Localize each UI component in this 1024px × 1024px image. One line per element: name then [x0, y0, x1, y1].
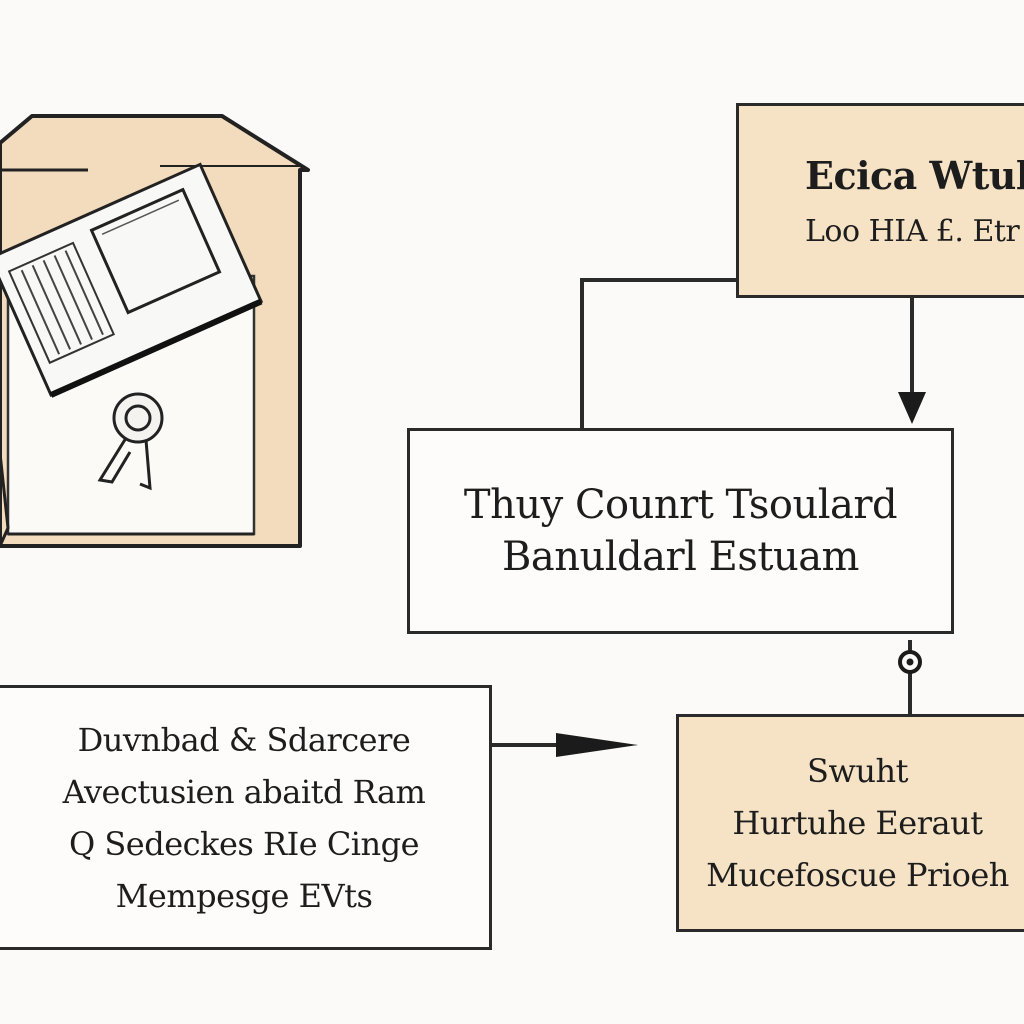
center-box-line-1: Thuy Counrt Tsoulard: [463, 482, 898, 528]
bottom-right-box: Swuht Hurtuhe Eeraut Mucefoscue Prioeh: [676, 714, 1024, 932]
top-right-box: Ecica Wtuldl Loo HIA £. Etr: [736, 103, 1024, 298]
top-right-box-line-2: Loo HIA £. Etr: [805, 213, 1020, 249]
arrowhead-right: [556, 733, 638, 757]
folder-with-document-and-seal-icon: [0, 114, 310, 548]
bottom-left-box: Duvnbad & Sdarcere Avectusien abaitd Ram…: [0, 685, 492, 950]
bottom-left-box-line-3: Q Sedeckes RIe Cinge: [68, 824, 420, 863]
bottom-right-box-line-1: Swuht: [807, 752, 908, 790]
bottom-left-box-line-1: Duvnbad & Sdarcere: [77, 720, 411, 759]
bottom-left-box-line-2: Avectusien abaitd Ram: [62, 772, 426, 811]
top-right-box-line-1: Ecica Wtuldl: [805, 152, 1024, 198]
connector-center-to-top-right: [580, 278, 736, 428]
bottom-right-box-line-2: Hurtuhe Eeraut: [732, 804, 983, 842]
center-box: Thuy Counrt Tsoulard Banuldarl Estuam: [407, 428, 954, 634]
arrowhead-down: [898, 392, 926, 424]
bottom-left-box-line-4: Mempesge EVts: [115, 876, 373, 915]
connector-node: [898, 650, 922, 674]
center-box-line-2: Banuldarl Estuam: [502, 534, 859, 580]
bottom-right-box-line-3: Mucefoscue Prioeh: [706, 856, 1009, 894]
folder-document-illustration: [0, 114, 310, 548]
